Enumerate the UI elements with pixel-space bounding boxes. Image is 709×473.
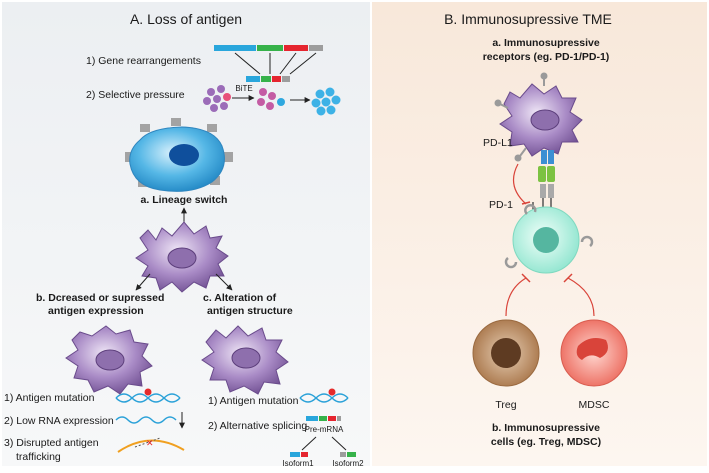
isoform2-icon <box>340 452 356 457</box>
pre-mrna-icon <box>306 416 341 421</box>
alteration-structure-line1: c. Alteration of <box>203 292 277 304</box>
t-cell <box>504 204 594 274</box>
isoform1-label: Isoform1 <box>282 459 314 468</box>
pdl1-inhibition-bar <box>521 201 531 205</box>
mdsc-inhibition-bar <box>563 273 573 283</box>
tcr-mhc-complex <box>532 150 555 214</box>
mdsc-cell <box>560 319 628 387</box>
treg-inhibition-bar <box>521 273 531 283</box>
center-tumor-cell <box>135 221 229 293</box>
selective-pressure-label: 2) Selective pressure <box>86 89 185 101</box>
c-item-antigen-mutation: 1) Antigen mutation <box>208 395 299 407</box>
treg-inhibition-line <box>505 277 527 317</box>
mdsc-inhibition-line <box>567 277 595 317</box>
low-rna-icon <box>115 412 185 429</box>
pdl1-inhibition-arc <box>512 163 527 205</box>
treg-label: Treg <box>495 399 516 411</box>
bite-label: BiTE <box>235 84 252 93</box>
arrow-to-decreased <box>135 273 151 291</box>
pd1-label: PD-1 <box>489 199 513 211</box>
isoform1-icon <box>290 452 308 457</box>
suppressive-cells-line1: b. Immunosupressive <box>492 422 600 434</box>
mdsc-label: MDSC <box>579 399 610 411</box>
trafficking-icon: ✕ <box>117 437 185 453</box>
gene-rearrangements-label: 1) Gene rearrangements <box>86 55 201 67</box>
c-item-alternative-splicing: 2) Alternative splicing <box>208 420 307 432</box>
dna-mutation-icon <box>115 388 181 403</box>
decreased-expression-line2: antigen expression <box>48 305 144 317</box>
tumor-cell-pdl1 <box>494 72 583 162</box>
b-item-disrupted-line2: trafficking <box>16 451 61 463</box>
lineage-switch-label: a. Lineage switch <box>141 194 228 206</box>
lineage-switch-cell <box>125 118 233 192</box>
dna-mutation-icon-c <box>299 388 349 403</box>
pre-mrna-label: Pre-mRNA <box>305 425 344 434</box>
b-item-disrupted-line1: 3) Disrupted antigen <box>4 437 99 449</box>
treg-cell <box>472 319 540 387</box>
gene-rearrangement-icon <box>214 45 323 82</box>
decreased-expression-line1: b. Dcreased or supressed <box>36 292 164 304</box>
receptors-label-line1: a. Immunosupressive <box>492 37 600 49</box>
panel-a-title: A. Loss of antigen <box>130 11 242 27</box>
decreased-expression-cell <box>65 325 153 395</box>
splice-line-2 <box>331 436 347 451</box>
alteration-structure-line2: antigen structure <box>207 305 293 317</box>
altered-structure-cell <box>201 325 289 395</box>
block-x-icon: ✕ <box>146 438 154 448</box>
splice-line-1 <box>301 436 317 451</box>
pdl1-label: PD-L1 <box>483 137 513 149</box>
panel-b-title: B. Immunosupressive TME <box>444 11 612 27</box>
arrow-to-alteration <box>215 273 233 291</box>
isoform2-label: Isoform2 <box>332 459 364 468</box>
resistant-population-icon <box>311 87 341 116</box>
b-item-low-rna: 2) Low RNA expression <box>4 415 114 427</box>
receptors-label-line2: receptors (eg. PD-1/PD-1) <box>483 51 610 63</box>
bite-treated-population-icon <box>257 88 285 110</box>
b-item-antigen-mutation: 1) Antigen mutation <box>4 392 95 404</box>
mixed-cell-population-icon <box>203 85 231 112</box>
suppressive-cells-line2: cells (eg. Treg, MDSC) <box>491 436 601 448</box>
